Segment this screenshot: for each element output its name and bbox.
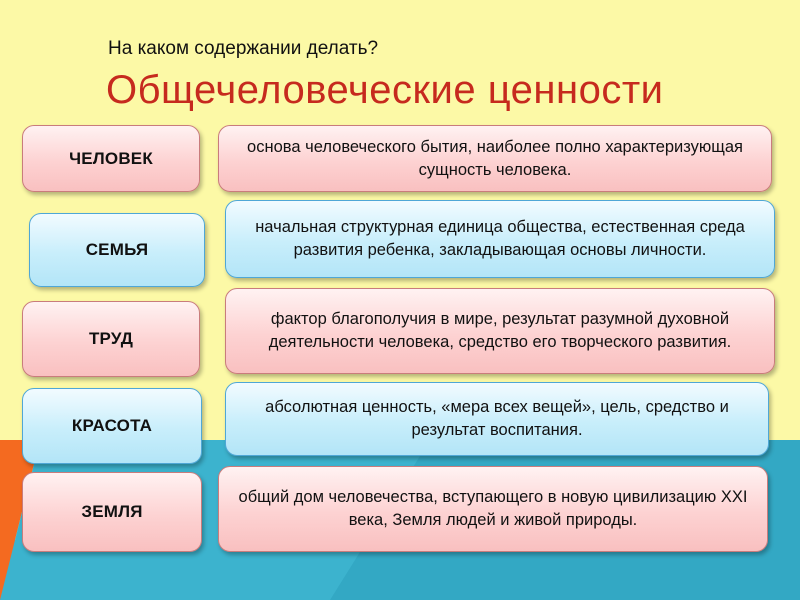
value-label-box-chelovek: ЧЕЛОВЕК xyxy=(22,125,200,192)
value-label-box-zemlya: ЗЕМЛЯ xyxy=(22,472,202,552)
slide-subtitle: На каком содержании делать? xyxy=(108,38,379,59)
value-label: ЧЕЛОВЕК xyxy=(69,148,153,168)
value-label-box-trud: ТРУД xyxy=(22,301,200,377)
value-label: СЕМЬЯ xyxy=(85,240,149,259)
value-description-box-krasota: абсолютная ценность, «мера всех вещей», … xyxy=(225,382,769,456)
value-description: начальная структурная единица общества, … xyxy=(255,218,745,259)
value-description: общий дом человечества, вступающего в но… xyxy=(238,488,748,529)
value-label: ЗЕМЛЯ xyxy=(81,502,143,521)
value-description-box-chelovek: основа человеческого бытия, наиболее пол… xyxy=(218,125,772,192)
value-description: фактор благополучия в мире, результат ра… xyxy=(268,310,732,351)
slide-title: Общечеловеческие ценности xyxy=(106,68,664,112)
value-label-box-krasota: КРАСОТА xyxy=(22,388,202,464)
value-description-box-zemlya: общий дом человечества, вступающего в но… xyxy=(218,466,768,552)
value-label: КРАСОТА xyxy=(71,416,153,435)
value-description: абсолютная ценность, «мера всех вещей», … xyxy=(265,398,729,439)
value-description: основа человеческого бытия, наиболее пол… xyxy=(247,137,743,179)
value-description-box-trud: фактор благополучия в мире, результат ра… xyxy=(225,288,775,374)
value-label: ТРУД xyxy=(88,329,134,348)
value-label-box-semya: СЕМЬЯ xyxy=(29,213,205,287)
value-description-box-semya: начальная структурная единица общества, … xyxy=(225,200,775,278)
